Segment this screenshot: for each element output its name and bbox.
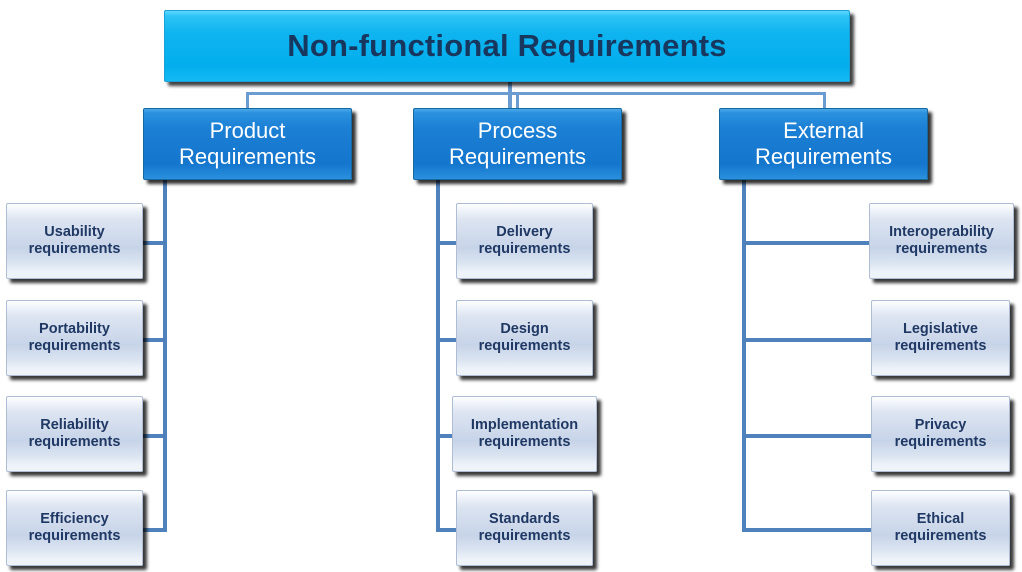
connector-stub-process-3 — [436, 434, 461, 438]
node-leaf-reliability-requirements[interactable]: Reliability requirements — [6, 396, 143, 472]
node-leaf-legislative-label: Legislative requirements — [894, 320, 987, 354]
connector-stub-external-4 — [742, 528, 873, 532]
node-leaf-design-label: Design requirements — [478, 320, 571, 354]
node-leaf-interoperability-requirements[interactable]: Interoperability requirements — [869, 203, 1014, 279]
connector-drop-process — [516, 92, 519, 112]
connector-root-stem — [508, 82, 512, 110]
node-branch-process[interactable]: Process Requirements — [413, 108, 622, 180]
connector-spine-process — [436, 180, 440, 532]
connector-spine-external — [742, 180, 746, 532]
connector-stub-process-1 — [436, 241, 461, 245]
node-leaf-privacy-label: Privacy requirements — [894, 416, 987, 450]
connector-stub-external-1 — [742, 241, 873, 245]
node-leaf-standards-requirements[interactable]: Standards requirements — [456, 490, 593, 566]
connector-spine-product — [163, 180, 167, 532]
node-branch-product-label: Product Requirements — [179, 118, 316, 169]
connector-stub-product-4 — [142, 528, 167, 532]
node-root-label: Non-functional Requirements — [287, 27, 727, 63]
connector-stub-product-1 — [142, 241, 167, 245]
node-leaf-standards-label: Standards requirements — [478, 510, 571, 544]
node-leaf-implementation-label: Implementation requirements — [470, 416, 579, 450]
node-branch-external-label: External Requirements — [755, 118, 892, 169]
connector-stub-external-3 — [742, 434, 873, 438]
node-leaf-interoperability-label: Interoperability requirements — [889, 223, 994, 257]
node-leaf-design-requirements[interactable]: Design requirements — [456, 300, 593, 376]
node-leaf-portability-label: Portability requirements — [28, 320, 121, 354]
node-leaf-usability-requirements[interactable]: Usability requirements — [6, 203, 143, 279]
connector-drop-product — [246, 92, 249, 112]
connector-top-bus — [246, 92, 826, 95]
node-leaf-implementation-requirements[interactable]: Implementation requirements — [452, 396, 597, 472]
connector-stub-process-2 — [436, 338, 461, 342]
node-branch-external[interactable]: External Requirements — [719, 108, 928, 180]
connector-stub-external-2 — [742, 338, 873, 342]
node-leaf-privacy-requirements[interactable]: Privacy requirements — [871, 396, 1010, 472]
node-leaf-legislative-requirements[interactable]: Legislative requirements — [871, 300, 1010, 376]
node-leaf-reliability-label: Reliability requirements — [28, 416, 121, 450]
node-root-non-functional-requirements[interactable]: Non-functional Requirements — [164, 10, 850, 82]
node-branch-product[interactable]: Product Requirements — [143, 108, 352, 180]
node-branch-process-label: Process Requirements — [449, 118, 586, 169]
connector-stub-product-2 — [142, 338, 167, 342]
node-leaf-usability-label: Usability requirements — [28, 223, 121, 257]
node-leaf-portability-requirements[interactable]: Portability requirements — [6, 300, 143, 376]
connector-stub-process-4 — [436, 528, 461, 532]
connector-stub-product-3 — [142, 434, 167, 438]
node-leaf-ethical-requirements[interactable]: Ethical requirements — [871, 490, 1010, 566]
connector-drop-external — [823, 92, 826, 112]
node-leaf-efficiency-label: Efficiency requirements — [28, 510, 121, 544]
node-leaf-delivery-requirements[interactable]: Delivery requirements — [456, 203, 593, 279]
node-leaf-efficiency-requirements[interactable]: Efficiency requirements — [6, 490, 143, 566]
node-leaf-delivery-label: Delivery requirements — [478, 223, 571, 257]
node-leaf-ethical-label: Ethical requirements — [894, 510, 987, 544]
